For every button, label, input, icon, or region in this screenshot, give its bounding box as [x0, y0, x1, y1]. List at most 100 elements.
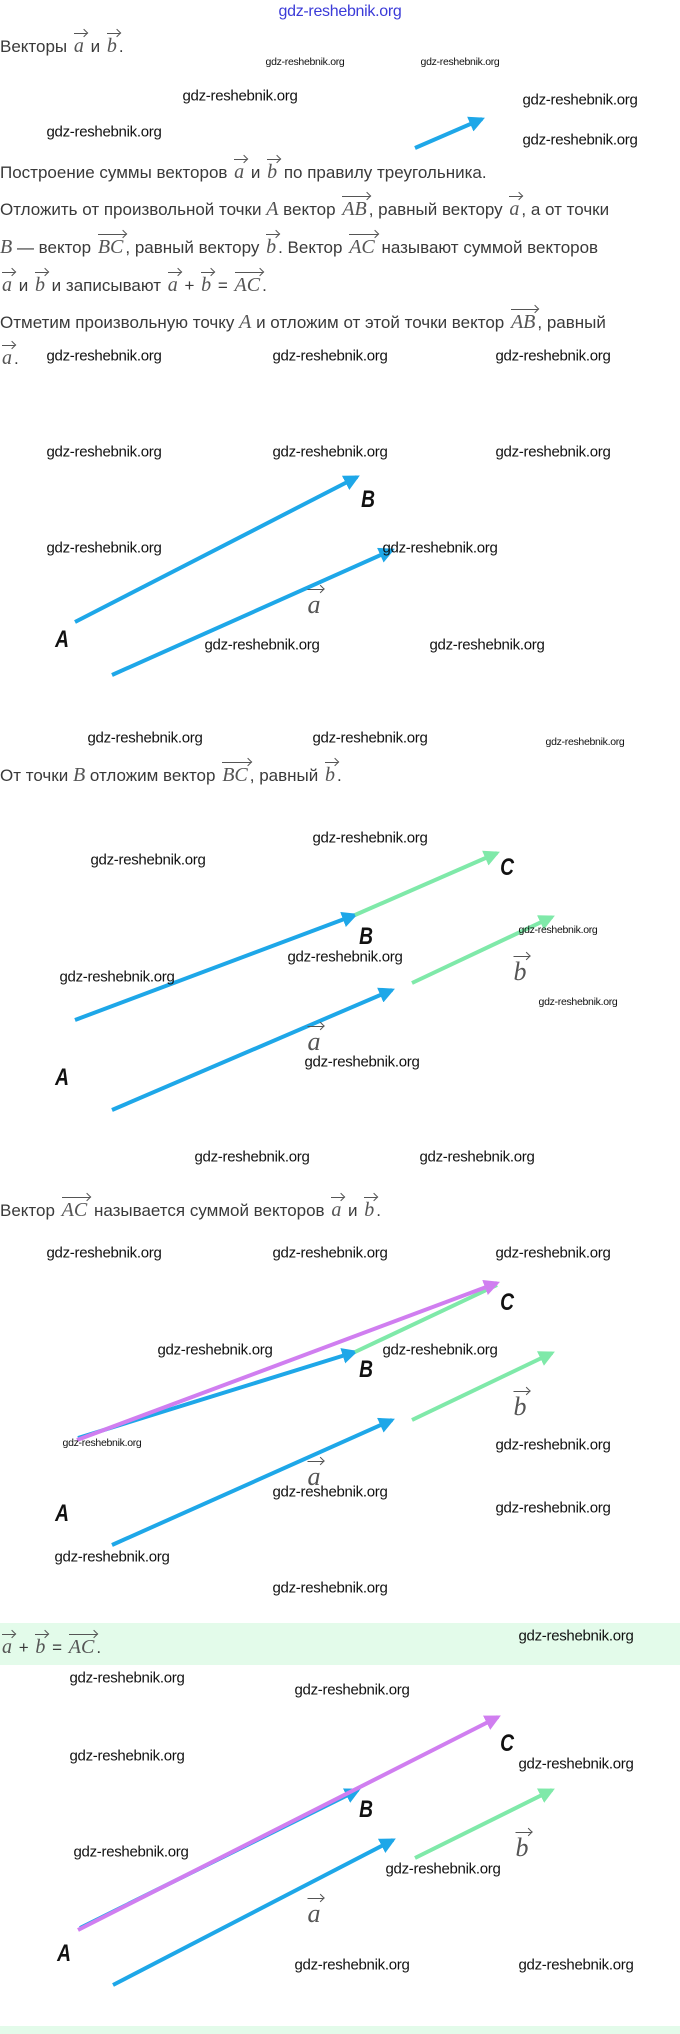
- math-vector: a: [331, 1194, 345, 1222]
- highlight-band-bottom: [0, 2026, 680, 2034]
- watermark: gdz-reshebnik.org: [265, 56, 345, 68]
- point-a-label: A: [55, 626, 69, 653]
- vector-a: [112, 1838, 396, 1987]
- text-segment: .: [376, 1201, 381, 1220]
- math-vector: b: [267, 156, 281, 184]
- watermark: gdz-reshebnik.org: [46, 1244, 162, 1262]
- watermark: gdz-reshebnik.org: [545, 736, 625, 748]
- watermark: gdz-reshebnik.org: [73, 1843, 189, 1861]
- text-segment: .: [96, 1638, 102, 1657]
- text-line: Отложить от произвольной точки A вектор …: [0, 193, 609, 222]
- watermark: gdz-reshebnik.org: [87, 729, 203, 747]
- text-segment: и: [343, 1201, 363, 1220]
- math-vector: AC: [234, 269, 263, 297]
- text-segment: отложим вектор: [85, 766, 221, 785]
- text-segment: вектор: [278, 200, 341, 219]
- watermark: gdz-reshebnik.org: [287, 948, 403, 966]
- watermark: gdz-reshebnik.org: [495, 1499, 611, 1517]
- watermark: gdz-reshebnik.org: [272, 1483, 388, 1501]
- point-b-label: B: [359, 1796, 373, 1823]
- watermark: gdz-reshebnik.org: [518, 1627, 634, 1645]
- math-vector: a: [2, 269, 15, 297]
- watermark: gdz-reshebnik.org: [538, 996, 618, 1008]
- watermark: gdz-reshebnik.org: [382, 539, 498, 557]
- math-vector: a: [2, 342, 15, 370]
- text-segment: , равный вектору: [125, 238, 265, 257]
- vector-b: [414, 1788, 555, 1860]
- text-segment: называется суммой векторов: [89, 1201, 330, 1220]
- text-segment: Векторы: [0, 37, 72, 56]
- text-segment: — вектор: [12, 238, 96, 257]
- watermark: gdz-reshebnik.org: [294, 1956, 410, 1974]
- watermark: gdz-reshebnik.org: [429, 636, 545, 654]
- watermark: gdz-reshebnik.org: [157, 1341, 273, 1359]
- math-vector: a: [167, 269, 181, 297]
- vector-a: [111, 1417, 395, 1547]
- math-point: A: [266, 198, 279, 220]
- vector-a-label: a: [307, 586, 324, 620]
- vector-b: [411, 1351, 555, 1422]
- text-segment: и записывают: [46, 276, 166, 295]
- math-vector: AC: [68, 1631, 97, 1659]
- math-vector: b: [106, 30, 120, 58]
- math-vector: a: [509, 193, 523, 221]
- text-segment: Отложить от произвольной точки: [0, 200, 267, 219]
- text-segment: и: [85, 37, 105, 56]
- vector-b-label: b: [513, 953, 530, 987]
- watermark: gdz-reshebnik.org: [69, 1747, 185, 1765]
- watermark: gdz-reshebnik.org: [419, 1148, 535, 1166]
- watermark: gdz-reshebnik.org: [522, 91, 638, 109]
- math-vector: AB: [342, 193, 371, 221]
- math-vector: b: [364, 1194, 378, 1222]
- vector-a: [111, 547, 395, 677]
- equation-line: a + b = AC.: [0, 1631, 101, 1660]
- math-point: B: [72, 764, 86, 786]
- text-segment: и: [14, 276, 33, 295]
- watermark: gdz-reshebnik.org: [495, 347, 611, 365]
- watermark: gdz-reshebnik.org: [46, 539, 162, 557]
- math-vector: BC: [97, 231, 126, 259]
- text-segment: +: [179, 276, 200, 295]
- point-c-label: C: [500, 1730, 514, 1757]
- watermark: gdz-reshebnik.org: [312, 729, 428, 747]
- math-vector: AC: [61, 1194, 90, 1222]
- point-b-label: B: [359, 1356, 373, 1383]
- vector-ac: [76, 1279, 500, 1442]
- watermark: gdz-reshebnik.org: [382, 1341, 498, 1359]
- point-c-label: C: [500, 1289, 514, 1316]
- math-vector: a: [73, 30, 87, 58]
- vector-a-label: a: [307, 1895, 324, 1929]
- point-b-label: B: [361, 486, 375, 513]
- watermark: gdz-reshebnik.org: [272, 1244, 388, 1262]
- math-point: A: [239, 311, 252, 333]
- text-line: a.: [0, 342, 19, 371]
- watermark: gdz-reshebnik.org: [385, 1860, 501, 1878]
- watermark: gdz-reshebnik.org: [495, 1436, 611, 1454]
- text-segment: Построение суммы векторов: [0, 163, 233, 182]
- text-segment: .: [336, 766, 342, 785]
- math-vector: b: [201, 269, 215, 297]
- math-vector: b: [266, 231, 280, 259]
- text-segment: =: [47, 1638, 67, 1657]
- text-segment: Отметим произвольную точку: [0, 313, 240, 332]
- watermark: gdz-reshebnik.org: [69, 1669, 185, 1687]
- math-vector: b: [34, 269, 48, 297]
- text-line: B — вектор BC, равный вектору b. Вектор …: [0, 231, 598, 260]
- text-segment: . Вектор: [278, 238, 348, 257]
- vector-ab: [74, 475, 360, 624]
- math-vector: b: [35, 1631, 49, 1659]
- text-segment: , равный вектору: [368, 200, 508, 219]
- watermark: gdz-reshebnik.org: [272, 443, 388, 461]
- watermark: gdz-reshebnik.org: [59, 968, 175, 986]
- watermark: gdz-reshebnik.org: [62, 1437, 142, 1449]
- watermark: gdz-reshebnik.org: [294, 1681, 410, 1699]
- point-a-label: A: [57, 1940, 71, 1967]
- math-vector: a: [2, 1631, 15, 1659]
- point-a-label: A: [55, 1064, 69, 1091]
- vector-b-label: b: [515, 1829, 532, 1863]
- text-segment: , равный: [537, 313, 606, 332]
- math-point: B: [0, 236, 13, 258]
- watermark: gdz-reshebnik.org: [304, 1053, 420, 1071]
- text-segment: .: [14, 349, 19, 368]
